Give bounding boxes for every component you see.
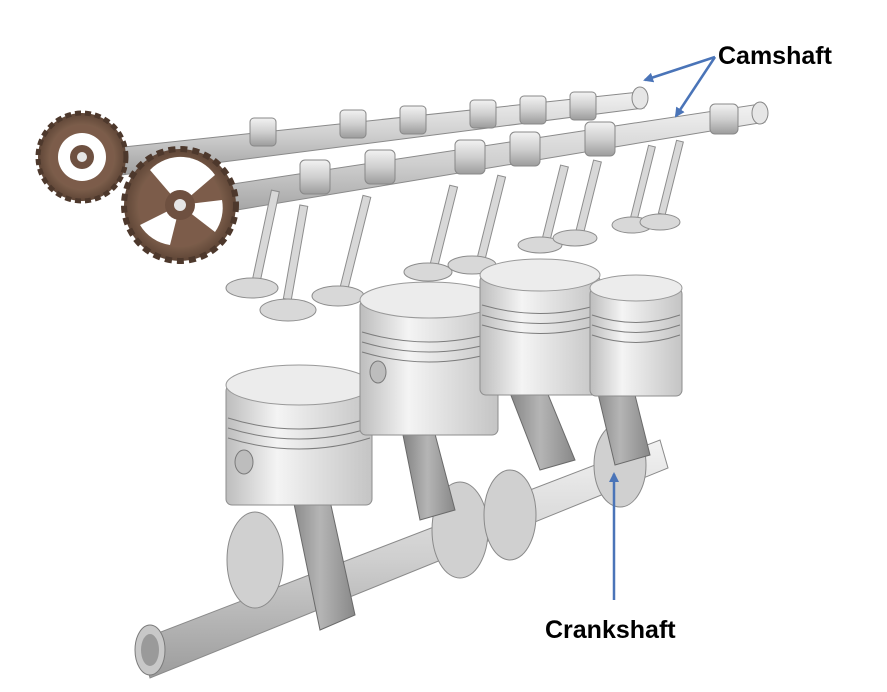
valve xyxy=(311,194,372,307)
valve xyxy=(552,159,602,247)
timing-gear-rear xyxy=(35,110,129,204)
camshaft-rear xyxy=(94,86,649,179)
camshaft-arrows xyxy=(643,55,717,118)
piston xyxy=(359,281,499,436)
camshaft-front xyxy=(159,101,769,223)
camshaft-label: Camshaft xyxy=(718,42,832,70)
piston xyxy=(479,258,601,396)
valve xyxy=(639,139,684,231)
piston xyxy=(589,274,683,397)
piston xyxy=(225,364,373,506)
valve xyxy=(259,204,317,322)
valve xyxy=(225,189,280,299)
timing-gear-front xyxy=(121,146,239,264)
valve xyxy=(517,164,569,254)
camshaft-arrow-front xyxy=(674,56,717,118)
camshaft-arrow-rear xyxy=(643,55,716,83)
valve xyxy=(403,184,459,282)
crankshaft-label: Crankshaft xyxy=(545,616,676,644)
valves xyxy=(225,139,684,322)
